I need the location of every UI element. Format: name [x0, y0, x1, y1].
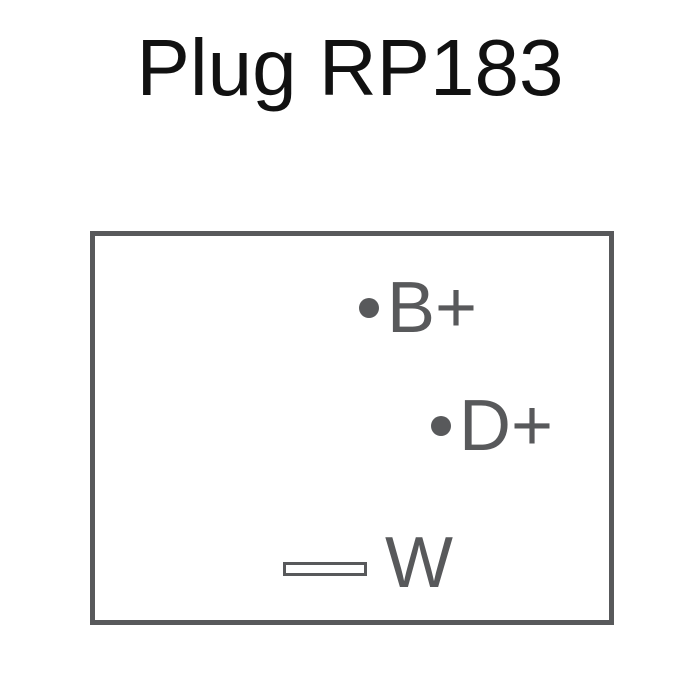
terminal-d-plus-label: D+ — [459, 386, 554, 466]
plug-outline: B+ D+ W — [90, 231, 614, 625]
terminal-d-plus: D+ — [431, 390, 553, 462]
flat-blade-pin-icon — [283, 562, 367, 576]
terminal-w: W — [283, 527, 453, 599]
round-pin-dot-icon — [431, 416, 451, 436]
terminal-b-plus: B+ — [359, 272, 477, 344]
terminal-b-plus-label: B+ — [387, 268, 478, 348]
round-pin-dot-icon — [359, 298, 379, 318]
terminal-w-label: W — [385, 523, 453, 603]
diagram-title: Plug RP183 — [136, 23, 564, 112]
